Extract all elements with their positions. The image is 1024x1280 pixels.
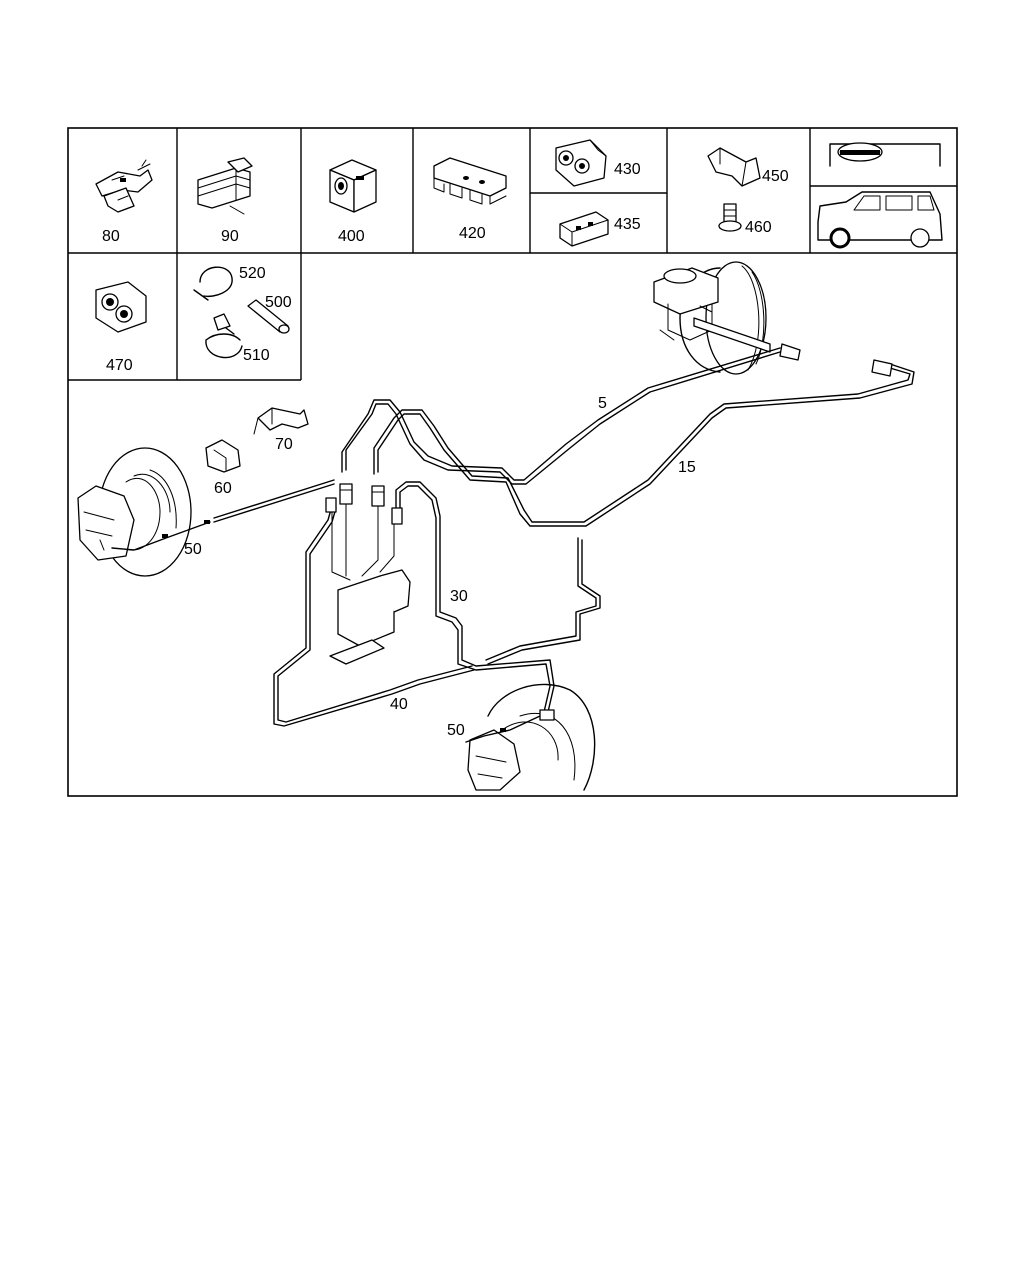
callout-430: 430	[614, 161, 641, 178]
clip-430-icon	[555, 139, 607, 187]
line-fittings	[339, 483, 385, 507]
clamp-510-icon	[205, 313, 243, 359]
brake-line-5	[341, 347, 781, 485]
plug-460-icon	[718, 203, 742, 232]
brake-line-return	[485, 537, 601, 665]
callout-40: 40	[390, 696, 408, 713]
orientation-top-icon	[829, 142, 941, 167]
clip-435-icon	[559, 211, 609, 247]
callout-50-front: 50	[184, 541, 202, 558]
brake-booster-icon	[653, 261, 771, 375]
callout-80: 80	[102, 228, 120, 245]
bracket-450-icon	[707, 147, 761, 187]
bracket-70-icon	[253, 407, 309, 435]
callout-15: 15	[678, 459, 696, 476]
callout-510: 510	[243, 347, 270, 364]
callout-520: 520	[239, 265, 266, 282]
clip-60-icon	[205, 439, 241, 473]
callout-460: 460	[745, 219, 772, 236]
brake-disc-rear-icon	[465, 683, 596, 791]
clip-470-icon	[95, 281, 147, 333]
callout-400: 400	[338, 228, 365, 245]
bracket-90-icon	[197, 157, 253, 215]
callout-60: 60	[214, 480, 232, 497]
callout-5: 5	[598, 395, 607, 412]
brake-disc-front-icon	[77, 447, 335, 577]
orientation-vehicle-icon	[817, 191, 943, 249]
callout-500: 500	[265, 294, 292, 311]
callout-labels: 80 90 400 420 430 435 450 460 470 520 50…	[102, 161, 789, 739]
block-400-icon	[329, 159, 377, 213]
callout-435: 435	[614, 216, 641, 233]
brake-line-40	[273, 497, 475, 727]
brake-line-15	[373, 343, 915, 527]
callout-90: 90	[221, 228, 239, 245]
clip-80-icon	[95, 159, 153, 213]
callout-70: 70	[275, 436, 293, 453]
brake-line-30	[391, 481, 555, 713]
diagram-frame	[67, 127, 958, 797]
abs-unit-icon	[329, 503, 411, 665]
holder-420-icon	[433, 157, 507, 205]
callout-30: 30	[450, 588, 468, 605]
sleeve-500-icon	[247, 299, 290, 334]
clamp-520-icon	[193, 266, 233, 301]
callout-420: 420	[459, 225, 486, 242]
callout-470: 470	[106, 357, 133, 374]
callout-450: 450	[762, 168, 789, 185]
callout-50-rear: 50	[447, 722, 465, 739]
